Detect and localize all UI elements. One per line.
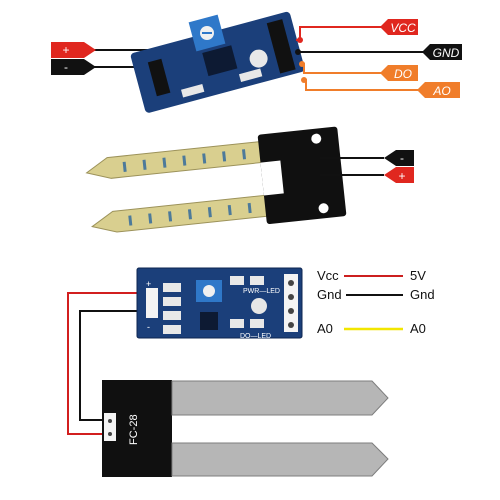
probe-plus-wire <box>67 292 141 435</box>
top-probe <box>85 126 347 233</box>
top-figure: + - <box>51 11 462 233</box>
right-minus-label: - <box>400 151 404 165</box>
left-plus-label: + <box>62 43 69 57</box>
bottom-chip <box>200 312 218 330</box>
pin-ao-label: AO <box>432 84 450 98</box>
module-plus-label: + <box>146 279 151 289</box>
bottom-probe: FC-28 <box>102 380 389 477</box>
legend-a0-left: A0 <box>317 321 333 336</box>
left-plus-connector: + <box>51 42 96 58</box>
probe-pin-header <box>146 288 158 318</box>
do-led-label: DO—LED <box>240 333 271 340</box>
pin-gnd-label: GND <box>433 46 460 60</box>
right-minus-connector: - <box>384 150 414 166</box>
pwr-led-label: PWR—LED <box>243 288 280 295</box>
probe-header <box>147 58 171 97</box>
legend-vcc-right: 5V <box>410 268 426 283</box>
module-minus-label: - <box>147 322 150 332</box>
legend-vcc-left: Vcc <box>317 268 339 283</box>
right-plus-label: + <box>398 169 405 183</box>
right-plus-connector: + <box>384 167 414 183</box>
bottom-module-board: + - PWR—LED DO—LED <box>136 267 303 340</box>
pin-vcc-label: VCC <box>390 21 416 35</box>
output-header <box>266 19 296 74</box>
probe-minus-wire <box>79 310 141 421</box>
legend-gnd-left: Gnd <box>317 287 342 302</box>
probe-model-label: FC-28 <box>128 414 140 445</box>
legend-row-a0: A0 A0 <box>317 321 426 336</box>
legend-row-gnd: Gnd Gnd <box>317 287 435 302</box>
top-probe-head <box>257 126 347 224</box>
comparator-chip <box>202 45 238 77</box>
legend-row-vcc: Vcc 5V <box>317 268 426 283</box>
potentiometer <box>188 14 226 52</box>
bottom-figure: + - PWR—LED DO—LED <box>67 267 435 477</box>
left-minus-connector: - <box>51 59 96 75</box>
legend-gnd-right: Gnd <box>410 287 435 302</box>
do-wire <box>300 63 388 74</box>
pin-ao-tag: AO <box>417 82 460 98</box>
ao-wire <box>302 79 425 91</box>
top-module-board <box>130 11 305 113</box>
vcc-wire <box>296 26 388 41</box>
left-minus-label: - <box>64 60 68 74</box>
pin-do-tag: DO <box>380 65 418 81</box>
pin-vcc-tag: VCC <box>380 19 418 35</box>
output-pin-header <box>284 274 298 332</box>
pin-do-label: DO <box>394 67 412 81</box>
pin-gnd-tag: GND <box>422 44 462 60</box>
legend-a0-right: A0 <box>410 321 426 336</box>
wiring-legend: Vcc 5V Gnd Gnd A0 A0 <box>317 268 435 336</box>
